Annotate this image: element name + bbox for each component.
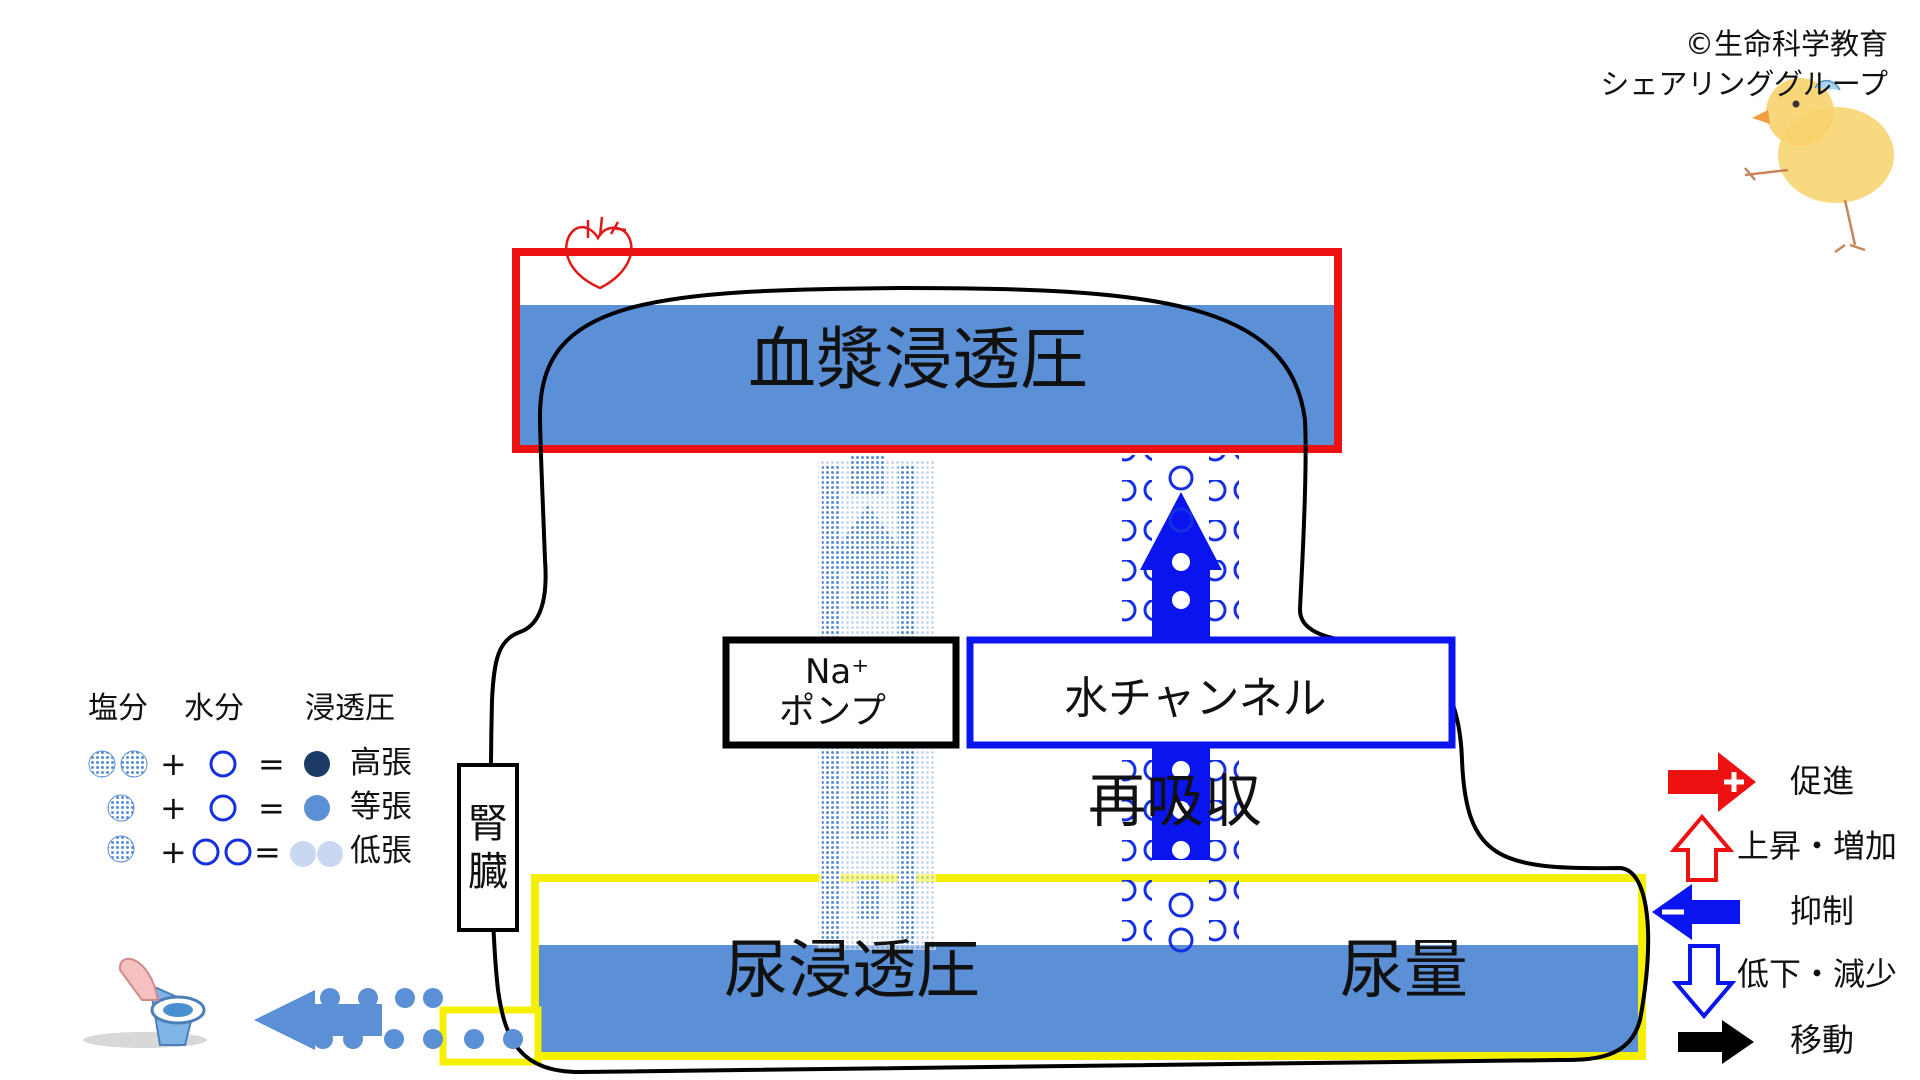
key-row1-equals: = <box>258 745 285 783</box>
salt-arrow <box>820 505 917 610</box>
toilet-icon <box>83 957 207 1048</box>
osmolarity-key <box>88 750 343 867</box>
salt-symbol-3 <box>107 835 135 863</box>
water-symbol-3a <box>192 838 220 866</box>
key-row1-label: 高張 <box>350 745 412 781</box>
hypotonic-symbol-a <box>290 841 316 867</box>
chick-icon <box>1744 78 1894 254</box>
urine-osmotic-label: 尿浸透圧 <box>724 934 980 1008</box>
key-row2-plus: + <box>160 789 187 827</box>
legend-label-increase: 上昇・増加 <box>1737 827 1898 865</box>
key-header-water: 水分 <box>184 691 244 726</box>
water-channel-box <box>966 636 1456 749</box>
copyright-line2: シェアリンググループ <box>1600 67 1888 101</box>
key-header-salt: 塩分 <box>88 691 148 726</box>
kidney-label: 腎臓 <box>468 801 508 895</box>
na-pump-label-line1: Na⁺ <box>805 652 870 692</box>
legend-label-promote: 促進 <box>1790 762 1855 800</box>
heart-icon <box>565 216 633 290</box>
key-row1-plus: + <box>160 745 187 783</box>
kidney-outline <box>488 285 1651 1075</box>
water-symbol-2 <box>209 794 237 822</box>
red-plus-arrow-icon <box>1668 752 1756 812</box>
salt-symbol-1a <box>88 750 116 778</box>
key-header-osmotic: 浸透圧 <box>305 691 395 726</box>
blue-outline-down-arrow-icon <box>1671 944 1737 1020</box>
isotonic-symbol <box>304 795 330 821</box>
hypertonic-symbol <box>304 751 330 777</box>
kidney-label-box <box>457 763 519 932</box>
na-pump-label-line2: ポンプ <box>779 691 886 732</box>
water-channel-label: 水チャンネル <box>1064 673 1327 724</box>
water-symbol-3b <box>224 838 252 866</box>
legend-label-inhibit: 抑制 <box>1790 892 1855 930</box>
salt-symbol-1b <box>120 750 148 778</box>
legend-label-move: 移動 <box>1790 1021 1855 1059</box>
key-row3-equals: = <box>254 833 281 871</box>
blue-minus-arrow-icon <box>1652 884 1740 940</box>
plasma-compartment <box>512 248 1342 453</box>
key-row3-label: 低張 <box>350 833 412 869</box>
key-row2-label: 等張 <box>350 789 412 825</box>
hypotonic-symbol-b <box>317 841 343 867</box>
key-row3-plus: + <box>160 833 187 871</box>
na-pump-box <box>722 636 960 749</box>
reabsorption-label: 再吸収 <box>1088 767 1263 835</box>
red-outline-up-arrow-icon <box>1669 813 1735 882</box>
legend-label-decrease: 低下・減少 <box>1737 955 1898 993</box>
black-arrow-icon <box>1678 1020 1754 1064</box>
key-row2-equals: = <box>258 789 285 827</box>
plasma-osmotic-label: 血漿浸透圧 <box>748 321 1089 400</box>
arrow-legend-icons <box>1652 752 1756 1064</box>
excretion-flow <box>254 988 523 1050</box>
copyright-line1: ©生命科学教育 <box>1684 27 1888 61</box>
salt-symbol-2 <box>107 794 135 822</box>
water-symbol-1 <box>209 750 237 778</box>
urine-volume-label: 尿量 <box>1340 934 1468 1008</box>
